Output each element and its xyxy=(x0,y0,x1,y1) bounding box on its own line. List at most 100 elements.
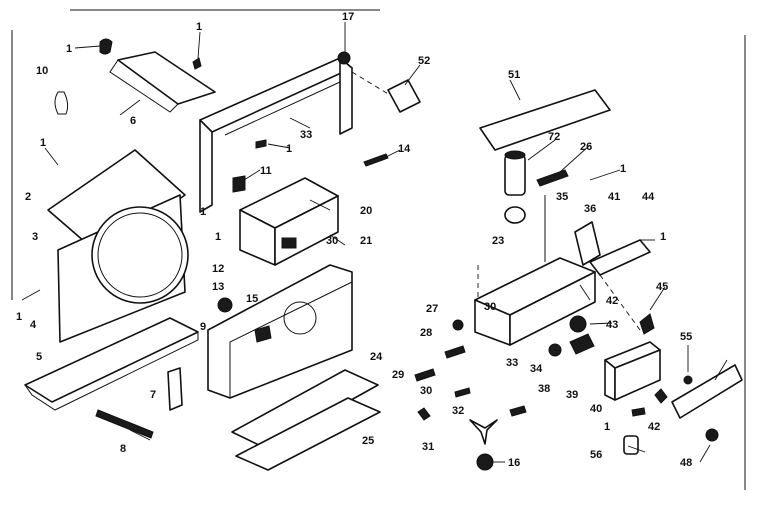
top-bracket-part xyxy=(109,51,216,113)
part-label: 29 xyxy=(392,369,404,381)
end-plate-part xyxy=(671,364,743,419)
fan-shroud-part xyxy=(47,149,189,343)
part-label: 43 xyxy=(606,319,618,331)
blower-housing-part xyxy=(474,195,596,346)
part-label: 16 xyxy=(508,457,520,469)
drain-tray-part xyxy=(231,369,381,471)
nut-icon xyxy=(548,343,562,357)
part-label: 21 xyxy=(360,235,372,247)
part-label: 27 xyxy=(426,303,438,315)
part-label: 33 xyxy=(300,129,312,141)
part-label: 42 xyxy=(606,295,618,307)
part-label: 1 xyxy=(40,137,46,149)
part-label: 38 xyxy=(538,383,550,395)
part-label: 31 xyxy=(422,441,434,453)
part-label: 8 xyxy=(120,443,126,455)
screw-icon xyxy=(454,387,471,398)
assembly-line xyxy=(351,71,391,96)
clip-icon xyxy=(639,313,655,335)
screw-icon xyxy=(417,407,431,421)
part-label: 6 xyxy=(130,115,136,127)
part-label: 14 xyxy=(398,143,411,155)
part-label: 48 xyxy=(680,457,692,469)
part-label: 1 xyxy=(16,311,22,323)
capacitor-icon xyxy=(217,297,233,313)
clip-part xyxy=(54,91,69,115)
part-label: 15 xyxy=(246,293,258,305)
rail-part xyxy=(589,239,651,276)
screw-icon xyxy=(99,38,113,55)
part-label: 1 xyxy=(286,143,292,155)
part-label: 28 xyxy=(420,327,432,339)
part-label: 33 xyxy=(506,357,518,369)
part-label: 56 xyxy=(590,449,602,461)
grommet-icon xyxy=(476,453,494,471)
assembly-line xyxy=(599,274,641,331)
base-pan-part xyxy=(24,317,199,411)
part-label: 55 xyxy=(680,331,692,343)
top-cover-part xyxy=(479,89,611,151)
bolt-icon xyxy=(414,368,436,382)
part-label: 26 xyxy=(580,141,592,153)
part-label: 3 xyxy=(32,231,38,243)
part-label: 35 xyxy=(556,191,568,203)
part-label: 17 xyxy=(342,11,354,23)
part-label: 1 xyxy=(215,231,221,243)
part-label: 1 xyxy=(66,43,72,55)
grommet-icon xyxy=(337,51,351,65)
part-label: 30 xyxy=(484,301,496,313)
screw-icon xyxy=(509,405,527,417)
screw-icon xyxy=(683,375,693,385)
part-label: 2 xyxy=(25,191,31,203)
part-label: 10 xyxy=(36,65,48,77)
cover-plate-part xyxy=(387,79,421,113)
knob-icon xyxy=(705,428,719,442)
foot-part xyxy=(623,435,639,455)
part-label: 7 xyxy=(150,389,156,401)
bolt-icon xyxy=(444,345,466,359)
part-label: 24 xyxy=(370,351,383,363)
part-label: 30 xyxy=(326,235,338,247)
rod-part xyxy=(95,409,154,439)
bracket-part xyxy=(167,367,183,411)
part-label: 25 xyxy=(362,435,374,447)
part-number-labels: 1 1 17 52 10 6 33 1 14 1 11 2 1 20 3 1 3… xyxy=(16,11,692,469)
switch-part xyxy=(232,175,246,193)
screw-icon xyxy=(255,139,267,149)
bracket-part xyxy=(469,419,498,445)
part-label: 13 xyxy=(212,281,224,293)
part-label: 1 xyxy=(620,163,626,175)
part-label: 1 xyxy=(660,231,666,243)
part-label: 4 xyxy=(30,319,37,331)
part-label: 72 xyxy=(548,131,560,143)
motor-part xyxy=(504,150,526,224)
control-bracket-part xyxy=(604,341,661,401)
bracket-icon xyxy=(536,169,569,187)
part-label: 45 xyxy=(656,281,668,293)
leader-lines xyxy=(21,22,728,463)
screw-icon xyxy=(192,57,202,70)
part-label: 1 xyxy=(200,206,206,218)
part-label: 30 xyxy=(420,385,432,397)
part-label: 1 xyxy=(196,21,202,33)
part-label: 34 xyxy=(530,363,543,375)
part-label: 32 xyxy=(452,405,464,417)
part-label: 23 xyxy=(492,235,504,247)
control-box-part xyxy=(239,177,339,266)
part-label: 12 xyxy=(212,263,224,275)
bracket-part xyxy=(574,221,601,266)
part-label: 1 xyxy=(604,421,610,433)
nut-icon xyxy=(569,315,587,333)
part-label: 9 xyxy=(200,321,206,333)
part-label: 51 xyxy=(508,69,520,81)
part-label: 20 xyxy=(360,205,372,217)
bearing-icon xyxy=(569,333,595,355)
part-label: 52 xyxy=(418,55,430,67)
part-label: 39 xyxy=(566,389,578,401)
part-label: 5 xyxy=(36,351,42,363)
part-label: 40 xyxy=(590,403,602,415)
rod-part xyxy=(363,153,389,167)
part-label: 42 xyxy=(648,421,660,433)
screw-icon xyxy=(631,407,646,417)
